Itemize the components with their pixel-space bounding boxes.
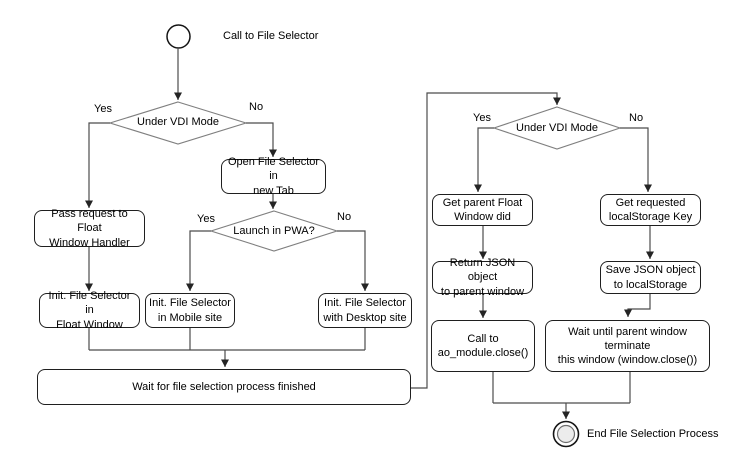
edge-merge-bottom [492, 372, 631, 404]
edge-vdi-no [246, 122, 277, 157]
node-save-json: Save JSON object to localStorage [600, 261, 701, 294]
branch-label-vdi-left-yes: Yes [94, 103, 112, 115]
end-circle-inner [556, 424, 576, 444]
edge-pwa-no [337, 230, 369, 291]
decision-vdi-left-label: Under VDI Mode [137, 116, 219, 128]
edge-vdi2-no [620, 127, 652, 192]
edge-vdi2-yes [474, 127, 494, 192]
node-pass-request: Pass request to Float Window Handler [34, 208, 145, 249]
node-init-mobile: Init. File Selector in Mobile site [145, 293, 235, 328]
edge-pwa-yes [186, 230, 211, 291]
branch-label-pwa-yes: Yes [197, 213, 215, 225]
node-wait-selection: Wait for file selection process finished [37, 369, 411, 405]
node-init-float: Init. File Selector in Float Window [39, 290, 140, 331]
node-get-parent: Get parent Float Window did [432, 194, 533, 226]
node-open-new-tab: Open File Selector in new Tab [221, 156, 326, 197]
edge-save-to-terminate [624, 294, 651, 317]
end-label: End File Selection Process [587, 428, 719, 440]
node-wait-terminate: Wait until parent window terminate this … [545, 320, 710, 372]
branch-label-pwa-no: No [337, 211, 352, 223]
decision-vdi-right [492, 106, 622, 150]
edge-wait-to-vdi2 [411, 92, 561, 389]
start-label: Call to File Selector [223, 30, 319, 42]
branch-label-vdi-left-no: No [249, 101, 264, 113]
decision-vdi-left [108, 101, 248, 145]
decision-pwa-label: Launch in PWA? [233, 225, 315, 237]
decision-pwa [209, 210, 339, 252]
decision-vdi-right-label: Under VDI Mode [516, 122, 598, 134]
start-circle [166, 24, 191, 49]
branch-label-vdi-right-yes: Yes [473, 112, 491, 124]
edge-merge-inits [88, 328, 366, 351]
node-return-json: Return JSON object to parent window [432, 257, 533, 298]
branch-label-vdi-right-no: No [629, 112, 644, 124]
node-call-close: Call to ao_module.close() [431, 320, 535, 372]
node-get-localstorage: Get requested localStorage Key [600, 194, 701, 226]
edge-vdi-yes [85, 122, 110, 208]
node-init-desktop: Init. File Selector with Desktop site [318, 293, 412, 328]
